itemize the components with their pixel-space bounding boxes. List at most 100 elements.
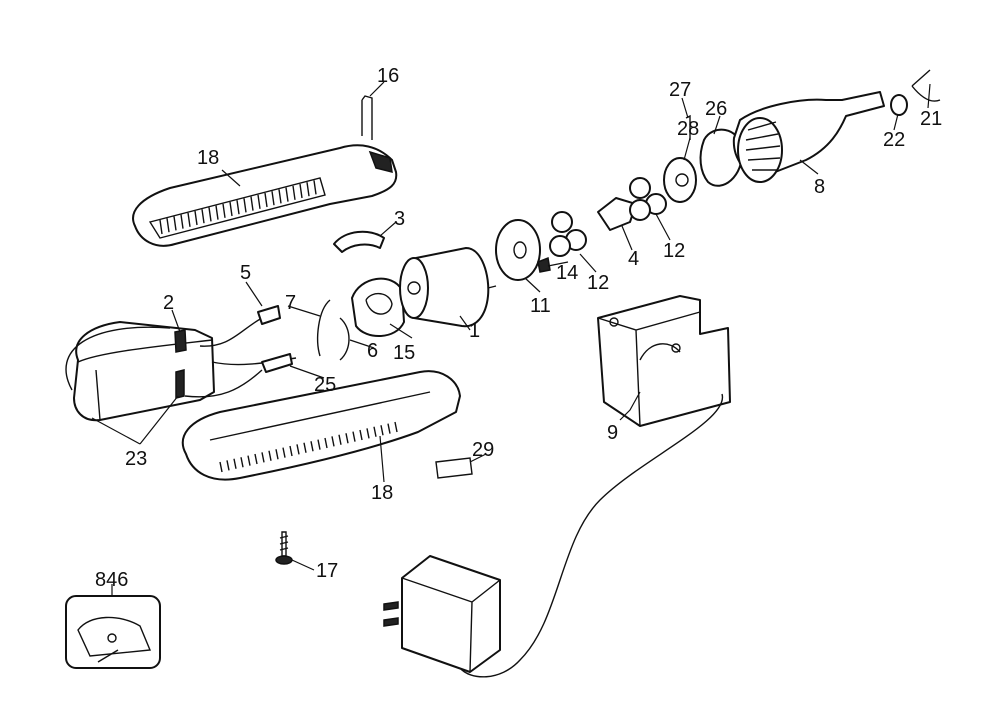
label-7: 7 [285, 292, 296, 314]
housing-rib [338, 434, 342, 445]
part-25 [261, 353, 293, 373]
part-battery-pack [65, 321, 215, 422]
housing-rib [222, 203, 226, 218]
label-12a: 12 [587, 272, 609, 294]
label-18-top: 18 [197, 147, 219, 169]
housing-rib [215, 205, 219, 220]
label-8: 8 [814, 176, 825, 198]
part-motor [399, 247, 497, 328]
housing-rib [201, 209, 205, 224]
housing-rib [394, 421, 398, 433]
part-6 [339, 317, 350, 361]
housing-rib [247, 455, 251, 466]
housing-rib [282, 447, 286, 458]
part-pinion-14 [537, 256, 551, 273]
label-14: 14 [556, 262, 578, 284]
part-clip-21 [911, 69, 941, 102]
housing-rib [236, 200, 240, 215]
label-12b: 12 [663, 240, 685, 262]
housing-rib [292, 185, 296, 200]
housing-rib [187, 212, 191, 227]
label-5: 5 [240, 262, 251, 284]
part-5 [257, 305, 281, 325]
housing-rib [219, 461, 223, 473]
housing-rib [194, 210, 198, 226]
label-25: 25 [314, 374, 336, 396]
part-15 [351, 277, 405, 338]
housing-rib [257, 194, 261, 209]
part-washer-11 [495, 219, 541, 281]
leader-lines [91, 81, 931, 596]
part-charger-base-9 [597, 295, 731, 427]
housing-rib [289, 445, 293, 457]
housing-rib [317, 439, 321, 450]
label-18-bottom: 18 [371, 482, 393, 504]
housing-rib [306, 182, 310, 197]
housing-rib [271, 191, 275, 206]
housing-rib [324, 437, 328, 449]
housing-rib [173, 216, 177, 231]
housing-rib [387, 423, 391, 434]
housing-rib [261, 452, 265, 463]
housing-rib [240, 457, 244, 468]
part-nose-cone-8 [732, 91, 885, 183]
housing-rib [310, 441, 314, 452]
label-29: 29 [472, 439, 494, 461]
label-4: 4 [628, 248, 639, 270]
housing-rib [208, 207, 212, 222]
housing-rib [254, 453, 258, 465]
label-16: 16 [377, 65, 399, 87]
housing-rib [352, 431, 356, 442]
label-15: 15 [393, 342, 415, 364]
part-housing-top [132, 144, 398, 247]
label-2: 2 [163, 292, 174, 314]
charger-cord [459, 393, 723, 678]
housing-rib [313, 180, 317, 195]
housing-rib [359, 429, 363, 441]
housing-rib [275, 449, 279, 460]
label-23: 23 [125, 448, 147, 470]
label-6: 6 [367, 340, 378, 362]
housing-rib [229, 201, 233, 217]
housing-rib [264, 192, 268, 208]
part-7 [317, 299, 331, 357]
housing-rib [166, 218, 170, 233]
housing-rib [243, 198, 247, 213]
part-label-29 [435, 457, 473, 479]
part-gear-set-12b [629, 177, 667, 221]
label-9: 9 [607, 422, 618, 444]
housing-rib [331, 436, 335, 447]
part-housing-bottom [181, 370, 461, 481]
housing-rib [345, 433, 349, 444]
housing-rib [296, 444, 300, 455]
housing-rib [180, 214, 184, 229]
label-22: 22 [883, 129, 905, 151]
part-ring-22 [890, 94, 908, 116]
part-clip-16 [361, 95, 373, 140]
housing-rib [299, 183, 303, 199]
label-26: 26 [705, 98, 727, 120]
housing-rib [366, 428, 370, 439]
housing-rib [250, 196, 254, 211]
label-846: 846 [95, 569, 128, 591]
label-27: 27 [669, 79, 691, 101]
part-26 [699, 128, 744, 187]
part-kit-846 [65, 595, 161, 669]
housing-rib [380, 425, 384, 436]
part-wall-adapter [383, 555, 501, 673]
housing-rib [285, 187, 289, 202]
housing-rib [268, 450, 272, 461]
part-28 [663, 157, 697, 203]
housing-rib [159, 219, 163, 235]
label-1: 1 [469, 320, 480, 342]
label-21: 21 [920, 108, 942, 130]
housing-rib [278, 189, 282, 204]
part-screw-17 [275, 531, 293, 565]
label-28: 28 [677, 118, 699, 140]
housing-rib [373, 426, 377, 437]
label-17: 17 [316, 560, 338, 582]
housing-rib [303, 442, 307, 453]
part-labels: 16 18 3 5 7 2 6 15 1 11 14 12 4 12 28 27… [95, 65, 942, 591]
label-3: 3 [394, 208, 405, 230]
